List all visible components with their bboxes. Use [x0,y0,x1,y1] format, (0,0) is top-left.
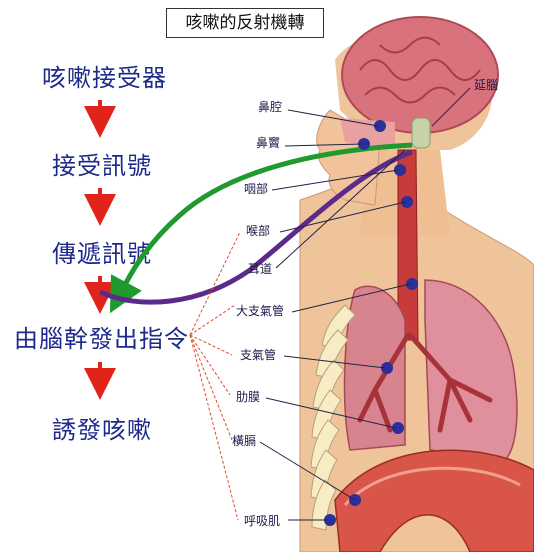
motor-output-lines [190,305,238,520]
label-medulla: 延腦 [474,76,498,93]
label-nasal-cavity: 鼻腔 [258,98,282,115]
label-bronchi: 支氣管 [240,346,276,363]
label-major-bronchi: 大支氣管 [236,302,284,319]
dot-major-bronchi [406,278,418,290]
label-pleura: 肋膜 [236,388,260,405]
label-pharynx: 咽部 [244,180,268,197]
leader-lines [260,88,470,520]
label-sinus: 鼻竇 [256,134,280,151]
dot-larynx [401,196,413,208]
label-ear-canal: 耳道 [248,260,272,277]
label-larynx: 喉部 [246,222,270,239]
label-respiratory-muscles: 呼吸肌 [244,512,280,529]
label-diaphragm: 橫膈 [232,432,256,449]
